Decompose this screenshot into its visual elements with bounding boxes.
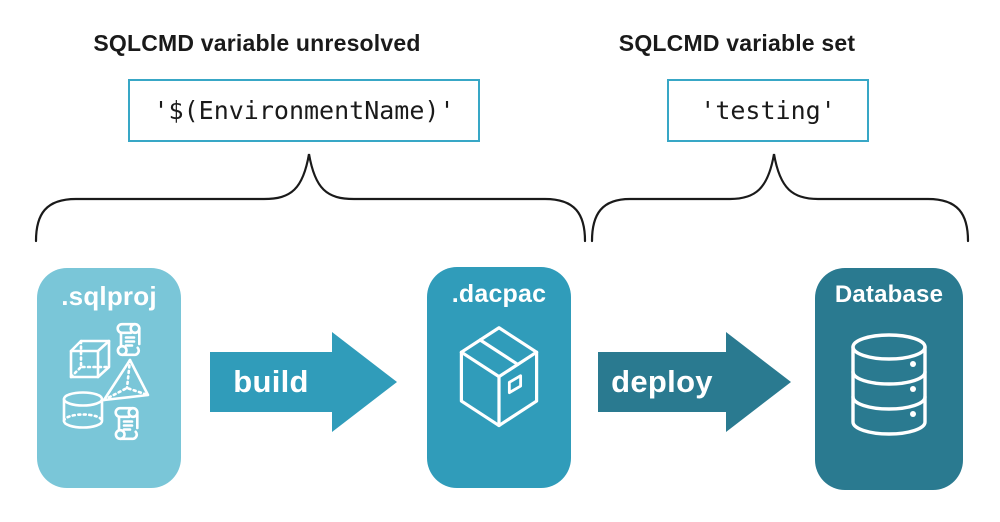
resolved-variable-code-box: 'testing' xyxy=(667,79,869,142)
build-arrow-label: build xyxy=(233,364,309,399)
left-brace xyxy=(34,153,587,243)
deploy-arrow-label: deploy xyxy=(611,364,713,399)
unresolved-variable-code-box: '$(EnvironmentName)' xyxy=(128,79,480,142)
right-section-heading: SQLCMD variable set xyxy=(618,30,856,56)
sqlproj-card-label: .sqlproj xyxy=(61,281,157,311)
right-brace xyxy=(590,153,970,243)
database-card-label: Database xyxy=(834,281,944,308)
cube-icon xyxy=(69,339,111,379)
script-scroll-icon xyxy=(114,406,139,441)
package-box-icon xyxy=(459,326,539,428)
dacpac-card: .dacpac xyxy=(427,267,571,488)
unresolved-variable-code: '$(EnvironmentName)' xyxy=(153,96,455,125)
dacpac-card-label: .dacpac xyxy=(451,280,547,308)
pyramid-icon xyxy=(102,358,150,402)
script-scroll-icon xyxy=(116,322,141,357)
database-cylinder-icon xyxy=(851,333,927,436)
database-card: Database xyxy=(815,268,963,490)
cylinder-icon xyxy=(62,391,104,429)
sqlproj-card: .sqlproj xyxy=(37,268,181,488)
resolved-variable-code: 'testing' xyxy=(700,96,836,125)
left-section-heading: SQLCMD variable unresolved xyxy=(93,30,421,56)
sql-objects-icon xyxy=(62,322,150,441)
